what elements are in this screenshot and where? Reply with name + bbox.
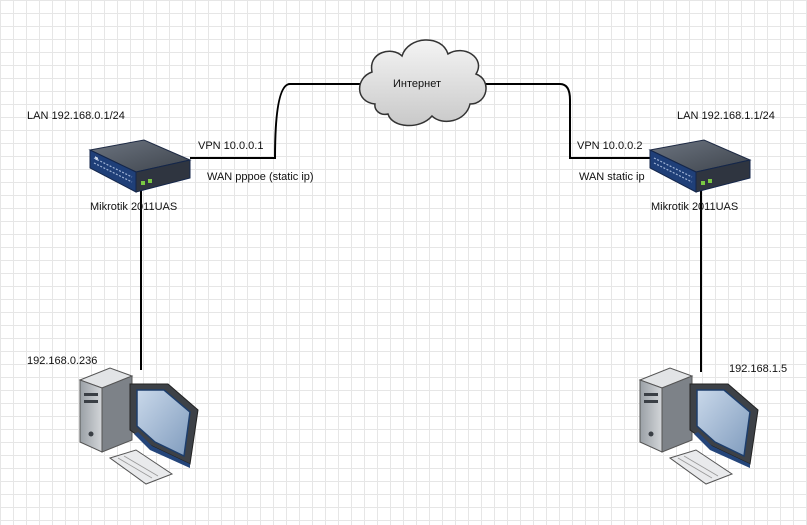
router-right-icon bbox=[648, 139, 752, 193]
computer-left-icon bbox=[78, 367, 199, 485]
left-wan-label: WAN pppoe (static ip) bbox=[207, 171, 314, 183]
router-left-icon bbox=[88, 139, 192, 193]
right-lan-label: LAN 192.168.1.1/24 bbox=[677, 110, 775, 122]
left-host-label: 192.168.0.236 bbox=[27, 355, 98, 367]
left-router-label: Mikrotik 2011UAS bbox=[90, 201, 178, 213]
internet-label: Интернет bbox=[393, 78, 441, 90]
left-vpn-label: VPN 10.0.0.1 bbox=[198, 140, 264, 152]
left-lan-label: LAN 192.168.0.1/24 bbox=[27, 110, 125, 122]
link-internet-to-right-router bbox=[480, 83, 650, 159]
link-left-router-to-internet bbox=[190, 83, 362, 159]
right-wan-label: WAN static ip bbox=[579, 171, 645, 183]
links bbox=[140, 83, 702, 372]
computer-right-icon bbox=[638, 367, 759, 485]
right-vpn-label: VPN 10.0.0.2 bbox=[577, 140, 643, 152]
right-host-label: 192.168.1.5 bbox=[729, 363, 788, 375]
internet-cloud-icon bbox=[358, 39, 487, 127]
right-router-label: Mikrotik 2011UAS bbox=[651, 201, 739, 213]
